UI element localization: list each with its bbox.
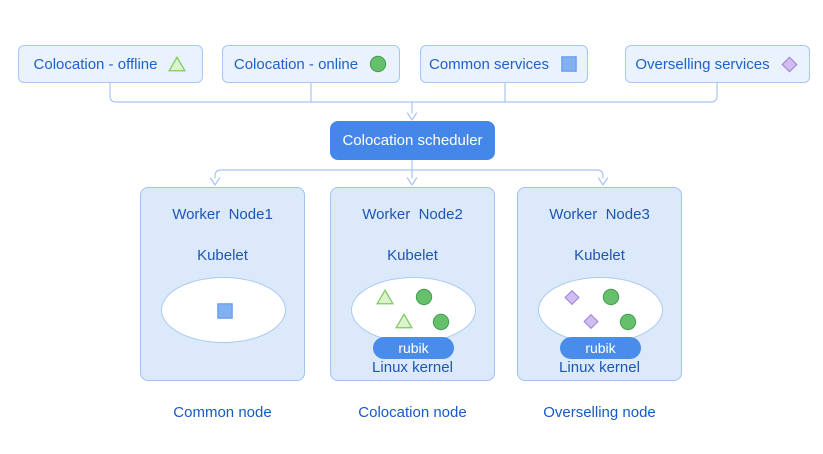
pod-ellipse — [351, 277, 476, 343]
diamond-icon — [780, 54, 800, 74]
pod-ellipse — [538, 277, 663, 343]
worker-node-1: Worker Node1 Kubelet — [140, 187, 305, 381]
legend-overselling-services: Overselling services — [625, 45, 810, 83]
worker-node-2: Worker Node2 Kubelet rubik Linux kernel — [330, 187, 495, 381]
overselling-node-label: Overselling node — [543, 404, 656, 421]
colocation-scheduler-box: Colocation scheduler — [330, 121, 495, 160]
arrow-down-icon — [597, 177, 609, 186]
pod-circle-icon — [415, 288, 433, 306]
rubik-badge: rubik — [373, 337, 454, 359]
legend-colocation-offline: Colocation - offline — [18, 45, 203, 83]
arrow-down-icon — [209, 177, 221, 186]
legend-label: Colocation - online — [233, 55, 359, 73]
legend-common-services: Common services — [420, 45, 588, 83]
arrow-down-icon — [406, 177, 418, 186]
scheduler-label: Colocation scheduler — [342, 132, 483, 149]
linux-kernel-label: Linux kernel — [559, 359, 640, 376]
kubelet-label: Kubelet — [574, 247, 625, 264]
triangle-icon — [167, 54, 187, 74]
rubik-badge: rubik — [560, 337, 641, 359]
colocation-node-label: Colocation node — [358, 404, 467, 421]
common-node-label: Common node — [173, 404, 272, 421]
kubelet-label: Kubelet — [197, 247, 248, 264]
circle-icon — [368, 54, 388, 74]
pod-diamond-icon — [563, 288, 581, 306]
node-title: Worker Node2 — [362, 206, 463, 223]
pod-ellipse — [161, 277, 286, 343]
pod-circle-icon — [619, 313, 637, 331]
pod-diamond-icon — [582, 312, 600, 330]
legend-label: Overselling services — [635, 55, 770, 73]
square-icon — [559, 54, 579, 74]
kubelet-label: Kubelet — [387, 247, 438, 264]
pod-triangle-icon — [395, 312, 413, 330]
pod-triangle-icon — [376, 288, 394, 306]
arrow-down-icon — [406, 112, 418, 121]
legend-label: Common services — [428, 55, 550, 73]
pod-square-icon — [216, 302, 234, 320]
pod-circle-icon — [602, 288, 620, 306]
worker-node-3: Worker Node3 Kubelet rubik Linux kernel — [517, 187, 682, 381]
legend-label: Colocation - offline — [33, 55, 158, 73]
linux-kernel-label: Linux kernel — [372, 359, 453, 376]
node-title: Worker Node3 — [549, 206, 650, 223]
legend-colocation-online: Colocation - online — [222, 45, 400, 83]
pod-circle-icon — [432, 313, 450, 331]
node-title: Worker Node1 — [172, 206, 273, 223]
